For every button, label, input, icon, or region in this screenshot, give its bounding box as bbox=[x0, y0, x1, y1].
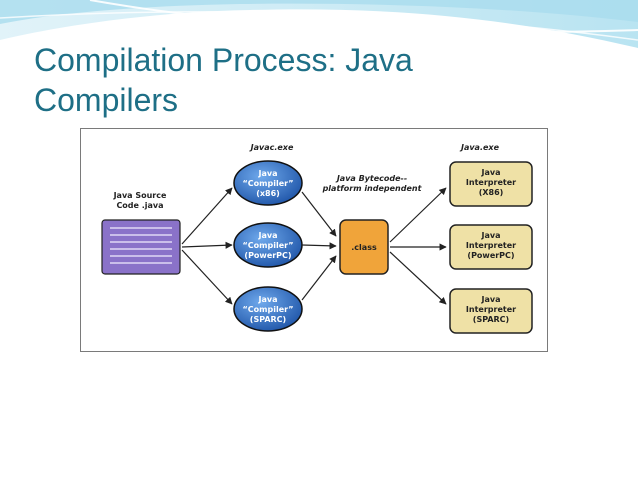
svg-text:“Compiler”: “Compiler” bbox=[243, 179, 294, 188]
svg-text:(PowerPC): (PowerPC) bbox=[467, 251, 514, 260]
arrow-class-to-interpreter-3 bbox=[389, 251, 447, 305]
svg-text:Java: Java bbox=[481, 295, 501, 304]
arrow-class-to-interpreter-1 bbox=[389, 187, 447, 243]
svg-text:Java: Java bbox=[258, 169, 278, 178]
source-label-line-2: Code .java bbox=[116, 201, 163, 210]
svg-text:(SPARC): (SPARC) bbox=[473, 315, 509, 324]
compiler-x86: Java “Compiler” (x86) bbox=[233, 160, 303, 206]
svg-text:(x86): (x86) bbox=[256, 189, 280, 198]
interpreter-x86: Java Interpreter (X86) bbox=[449, 161, 533, 207]
svg-text:Interpreter: Interpreter bbox=[466, 178, 516, 187]
svg-text:(PowerPC): (PowerPC) bbox=[244, 251, 291, 260]
svg-text:Java: Java bbox=[481, 231, 501, 240]
bytecode-label-line-1: Java Bytecode-- bbox=[335, 174, 407, 183]
svg-text:“Compiler”: “Compiler” bbox=[243, 305, 294, 314]
svg-text:Interpreter: Interpreter bbox=[466, 305, 516, 314]
class-file-box: .class bbox=[339, 219, 389, 275]
svg-text:Interpreter: Interpreter bbox=[466, 241, 516, 250]
arrow-compiler-1-to-class bbox=[301, 191, 337, 237]
arrow-compiler-2-to-class bbox=[301, 242, 337, 250]
compilation-diagram: Javac.exe Java.exe Java Source Code .jav… bbox=[101, 143, 533, 334]
slide-title-line-2: Compilers bbox=[34, 82, 179, 118]
arrow-source-to-compiler-2 bbox=[181, 241, 233, 249]
slide-title-line-1: Compilation Process: Java bbox=[34, 42, 413, 78]
interpreter-header: Java.exe bbox=[459, 143, 500, 152]
svg-text:.class: .class bbox=[351, 243, 377, 252]
svg-text:“Compiler”: “Compiler” bbox=[243, 241, 294, 250]
compiler-powerpc: Java “Compiler” (PowerPC) bbox=[233, 222, 303, 268]
svg-text:(SPARC): (SPARC) bbox=[250, 315, 286, 324]
source-label-line-1: Java Source bbox=[113, 191, 167, 200]
slide-title: Compilation Process: Java Compilers bbox=[34, 40, 594, 120]
arrow-source-to-compiler-1 bbox=[181, 187, 233, 245]
interpreter-powerpc: Java Interpreter (PowerPC) bbox=[449, 224, 533, 270]
interpreter-sparc: Java Interpreter (SPARC) bbox=[449, 288, 533, 334]
svg-text:Java: Java bbox=[258, 295, 278, 304]
header-wave-decoration bbox=[0, 0, 638, 48]
arrow-source-to-compiler-3 bbox=[181, 249, 233, 305]
svg-text:Java: Java bbox=[258, 231, 278, 240]
svg-text:Java: Java bbox=[481, 168, 501, 177]
compiler-sparc: Java “Compiler” (SPARC) bbox=[233, 286, 303, 332]
bytecode-label-line-2: platform independent bbox=[322, 184, 423, 193]
arrow-compiler-3-to-class bbox=[301, 255, 337, 301]
source-file-icon bbox=[101, 219, 181, 275]
compiler-header: Javac.exe bbox=[249, 143, 294, 152]
svg-text:(X86): (X86) bbox=[479, 188, 504, 197]
